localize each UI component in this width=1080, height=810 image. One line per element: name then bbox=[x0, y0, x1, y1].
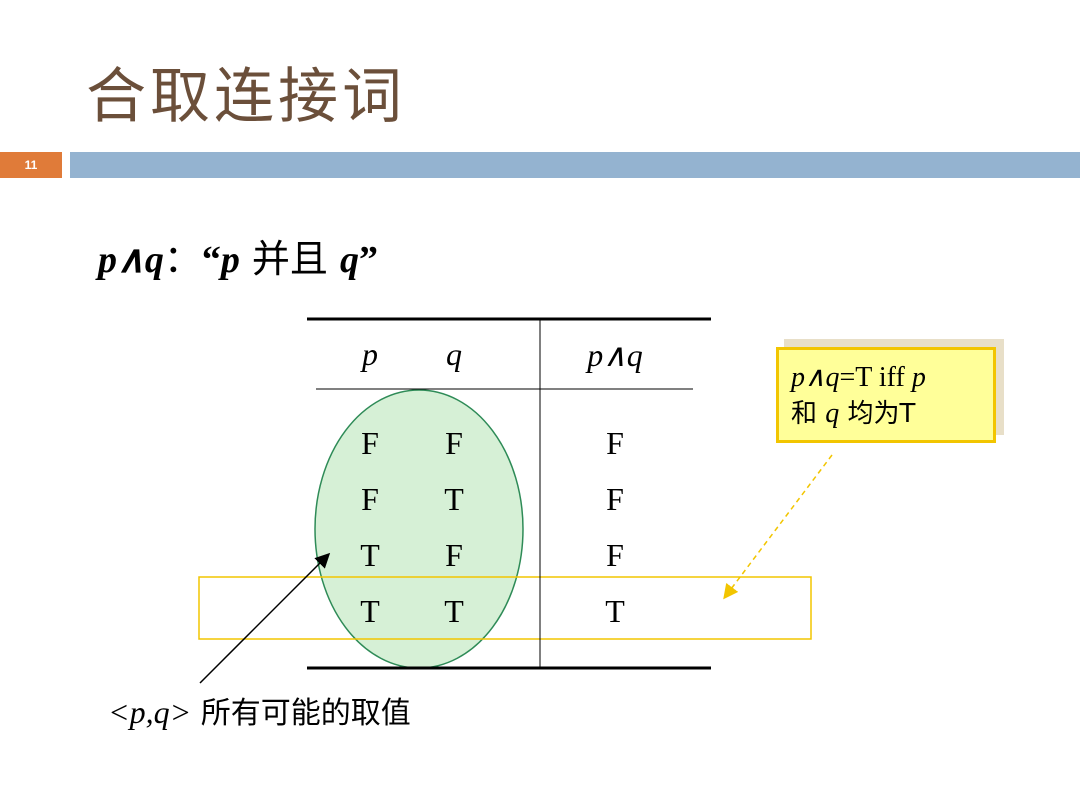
slide-title: 合取连接词 bbox=[86, 62, 406, 132]
heading-expr: p∧q bbox=[98, 239, 164, 281]
callout-note: p∧q=T iff p 和 q 均为T bbox=[776, 347, 996, 443]
cell-p: F bbox=[361, 425, 379, 461]
cell-q: F bbox=[445, 537, 463, 573]
note-line2-a: 和 bbox=[791, 399, 826, 429]
cell-p: T bbox=[360, 537, 380, 573]
note-line-2: 和 q 均为T bbox=[791, 396, 981, 432]
cell-result: F bbox=[606, 481, 624, 517]
heading-open-quote: “ bbox=[201, 239, 221, 281]
cell-result: T bbox=[605, 593, 625, 629]
heading-q: q bbox=[340, 239, 360, 281]
header-p-and-q: p∧q bbox=[587, 337, 643, 373]
cell-p: F bbox=[361, 481, 379, 517]
note-arrow bbox=[723, 454, 833, 600]
cell-q: T bbox=[444, 481, 464, 517]
caption-text: 所有可能的取值 bbox=[191, 696, 411, 731]
note-q: q bbox=[825, 398, 840, 429]
note-eq: =T iff bbox=[839, 362, 912, 393]
caption-pair: <p,q> bbox=[108, 694, 192, 730]
caption: <p,q> 所有可能的取值 bbox=[108, 688, 411, 732]
title-divider-bar bbox=[70, 152, 1080, 178]
heading-colon: ： bbox=[163, 237, 202, 281]
conjunction-heading: p∧q：“p 并且 q” bbox=[98, 228, 378, 283]
note-line-1: p∧q=T iff p bbox=[791, 360, 981, 396]
cell-result: F bbox=[606, 425, 624, 461]
cell-q: F bbox=[445, 425, 463, 461]
note-expr: p∧q bbox=[791, 362, 840, 393]
cell-q: T bbox=[444, 593, 464, 629]
true-row-highlight bbox=[198, 576, 812, 640]
slide-number: 11 bbox=[0, 152, 62, 178]
note-p: p bbox=[911, 362, 926, 393]
cell-result: F bbox=[606, 537, 624, 573]
heading-and-word: 并且 bbox=[239, 237, 341, 281]
header-q: q bbox=[446, 336, 462, 372]
note-line2-b: 均为T bbox=[839, 399, 916, 429]
header-p: p bbox=[362, 336, 378, 372]
heading-close-quote: ” bbox=[359, 239, 379, 281]
caption-arrow bbox=[199, 552, 331, 684]
cell-p: T bbox=[360, 593, 380, 629]
heading-p: p bbox=[220, 239, 240, 281]
